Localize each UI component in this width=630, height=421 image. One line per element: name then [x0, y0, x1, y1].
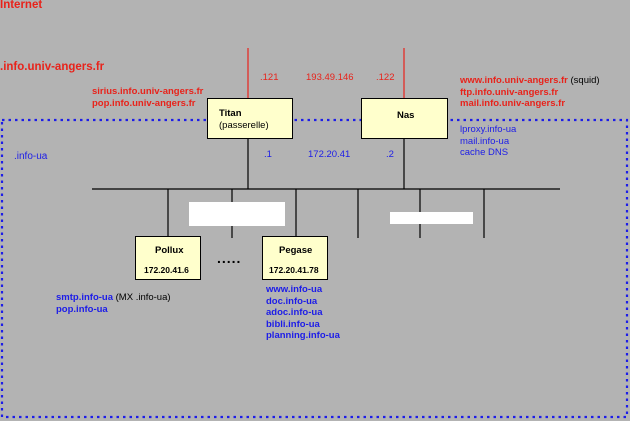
nas-public-service: ftp.info.univ-angers.fr: [460, 86, 559, 98]
pegase-name: Pegase: [279, 245, 313, 256]
pegase-service: doc.info-ua: [266, 295, 318, 307]
pollux-service-note: (MX .info-ua): [113, 292, 171, 303]
pollux-node: Pollux 172.20.41.6: [135, 236, 201, 280]
titan-alias: pop.info.univ-angers.fr: [92, 97, 196, 109]
titan-aliases: sirius.info.univ-angers.fr pop.info.univ…: [92, 86, 203, 109]
public-network-label: 193.49.146: [306, 72, 354, 83]
pegase-services: www.info-ua doc.info-ua adoc.info-ua bib…: [266, 284, 340, 342]
nas-lan-ip: .2: [386, 149, 394, 160]
titan-alias: sirius.info.univ-angers.fr: [92, 86, 204, 97]
pegase-service: bibli.info-ua: [266, 318, 320, 330]
pollux-service: pop.info-ua: [56, 303, 108, 315]
label-box: [390, 212, 473, 224]
nas-public-service: mail.info.univ-angers.fr: [460, 98, 566, 109]
nas-lan-service: mail.info-ua: [460, 135, 510, 147]
pollux-ip: 172.20.41.6: [144, 265, 189, 275]
nas-public-service-note: (squid): [567, 75, 600, 86]
lan-boundary: [0, 118, 629, 419]
pollux-name: Pollux: [155, 245, 184, 256]
lan-label: .info-ua: [14, 151, 48, 162]
pegase-ip: 172.20.41.78: [269, 265, 319, 275]
pollux-services: smtp.info-ua (MX .info-ua) pop.info-ua: [56, 292, 171, 315]
pegase-service: www.info-ua: [266, 284, 323, 295]
pollux-service: smtp.info-ua: [56, 292, 113, 303]
pegase-service: planning.info-ua: [266, 330, 340, 341]
more-hosts-ellipsis: .....: [217, 250, 242, 266]
nas-public-ip: .122: [376, 72, 395, 83]
label-box: [189, 202, 285, 226]
nas-node: Nas: [361, 98, 448, 139]
nas-lan-services: lproxy.info-ua mail.info-ua cache DNS: [460, 124, 516, 159]
pegase-node: Pegase 172.20.41.78: [262, 236, 328, 280]
domain-label: .info.univ-angers.fr: [0, 61, 105, 73]
nas-name: Nas: [397, 110, 415, 121]
internet-label: Internet: [0, 0, 43, 11]
nas-lan-service: lproxy.info-ua: [460, 124, 517, 135]
nas-public-services: www.info.univ-angers.fr (squid) ftp.info…: [460, 75, 600, 110]
pegase-service: adoc.info-ua: [266, 307, 323, 318]
nas-lan-service: cache DNS: [460, 147, 509, 158]
titan-public-ip: .121: [260, 72, 279, 83]
nas-public-service: www.info.univ-angers.fr: [460, 75, 568, 86]
lan-network-label: 172.20.41: [308, 149, 351, 160]
titan-role: (passerelle): [219, 120, 269, 131]
titan-lan-ip: .1: [264, 149, 272, 160]
titan-node: Titan (passerelle): [207, 98, 293, 139]
titan-name: Titan: [219, 108, 242, 119]
